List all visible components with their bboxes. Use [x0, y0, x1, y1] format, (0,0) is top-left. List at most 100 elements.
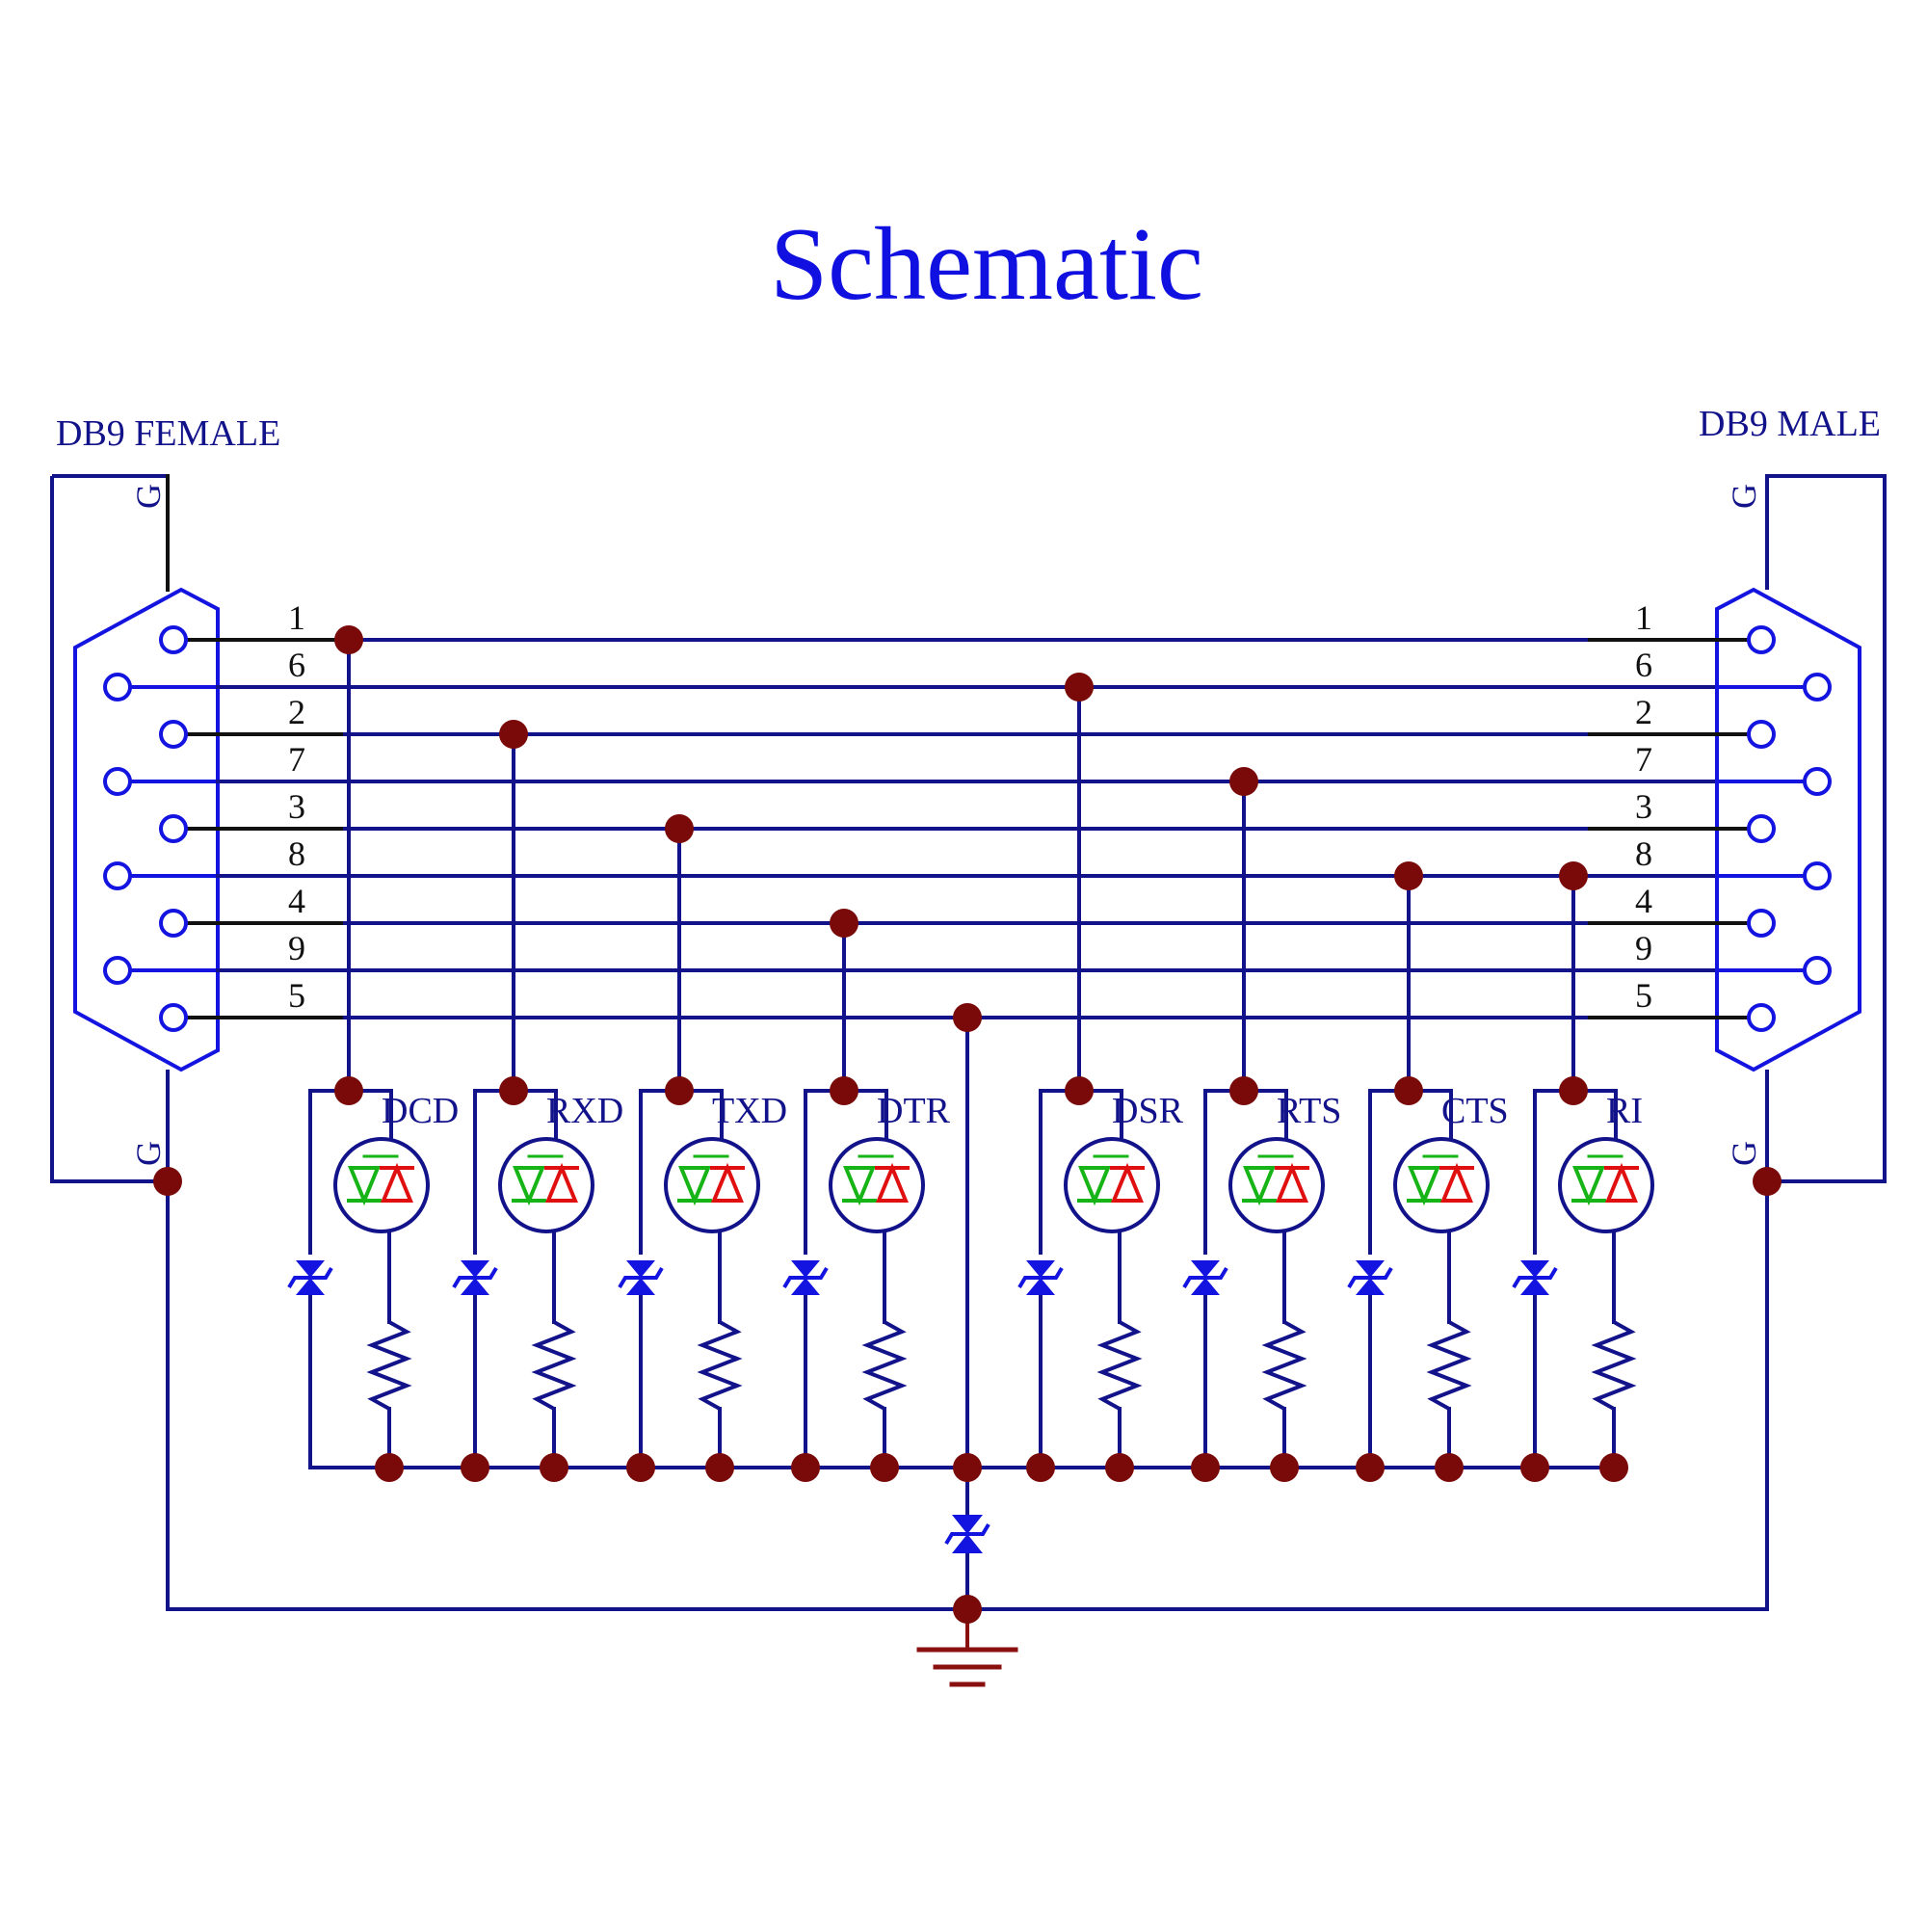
junction-top-DCD [334, 1076, 363, 1105]
left-pin-1 [159, 625, 188, 654]
tvs-bar-TXD [618, 1266, 664, 1289]
components-layer [103, 625, 1832, 1687]
led-green-TXD [678, 1166, 711, 1206]
right-pin-2 [1747, 720, 1776, 749]
junction-bus-RTS [1229, 767, 1258, 796]
left-pin-6 [103, 673, 132, 701]
led-red-TXD [711, 1162, 744, 1203]
junction-res-TXD [705, 1453, 734, 1482]
junction-top-RXD [499, 1076, 528, 1105]
junction-res-CTS [1435, 1453, 1464, 1482]
right-pin-5 [1747, 1003, 1776, 1032]
right-ground-label-bottom: G [1725, 1141, 1763, 1166]
right-pin-6 [1803, 673, 1832, 701]
left-pin-number-3: 3 [288, 787, 305, 826]
left-pin-9 [103, 956, 132, 985]
right-connector-label: DB9 MALE [1699, 404, 1881, 444]
tvs-bar-RI [1512, 1266, 1558, 1289]
led-green-RXD [513, 1166, 545, 1206]
left-pin-7 [103, 767, 132, 796]
led-red-RI [1605, 1162, 1638, 1203]
junction-top-RI [1559, 1076, 1588, 1105]
right-pin-4 [1747, 909, 1776, 938]
junction-res-DCD [375, 1453, 404, 1482]
junction-res-RI [1599, 1453, 1628, 1482]
right-pin-number-4: 4 [1635, 882, 1652, 920]
led-bicolor-RXD [498, 1137, 594, 1233]
junction-res-RXD [540, 1453, 568, 1482]
right-pin-number-1: 1 [1635, 598, 1652, 637]
left-pin-number-8: 8 [288, 834, 305, 873]
left-pin-number-2: 2 [288, 693, 305, 731]
signal-label-DSR: DSR [1112, 1091, 1184, 1131]
junction-tvs-TXD [626, 1453, 655, 1482]
junction-tvs-RTS [1191, 1453, 1220, 1482]
junction-res-DTR [870, 1453, 899, 1482]
led-bicolor-DTR [829, 1137, 925, 1233]
tvs-bar-RXD [452, 1266, 498, 1289]
signal-label-TXD: TXD [712, 1091, 787, 1131]
led-bicolor-RTS [1228, 1137, 1325, 1233]
signal-label-CTS: CTS [1441, 1091, 1509, 1131]
left-pin-number-7: 7 [288, 740, 305, 779]
led-green-CTS [1408, 1166, 1440, 1206]
signal-label-RXD: RXD [546, 1091, 623, 1131]
junction-bus-RXD [499, 720, 528, 749]
left-pin-number-6: 6 [288, 646, 305, 684]
right-pin-number-3: 3 [1635, 787, 1652, 826]
led-bicolor-DCD [333, 1137, 430, 1233]
right-pin-8 [1803, 861, 1832, 890]
led-green-RI [1572, 1166, 1605, 1206]
led-bicolor-CTS [1393, 1137, 1490, 1233]
junction-top-DSR [1065, 1076, 1094, 1105]
led-green-DTR [843, 1166, 876, 1206]
right-pin-3 [1747, 814, 1776, 843]
left-ground-label-bottom: G [129, 1141, 168, 1166]
resistor-RI [1591, 1320, 1637, 1411]
junction-tvs-DTR [791, 1453, 820, 1482]
signal-label-DTR: DTR [877, 1091, 951, 1131]
junctions-layer [153, 625, 1782, 1624]
junction-left-shield [153, 1167, 182, 1196]
junction-res-DSR [1105, 1453, 1134, 1482]
led-red-RXD [545, 1162, 578, 1203]
resistor-DTR [861, 1320, 908, 1411]
left-ground-label-top: G [129, 484, 168, 509]
left-pin-2 [159, 720, 188, 749]
led-red-RTS [1276, 1162, 1308, 1203]
tvs-bar-DTR [782, 1266, 829, 1289]
left-pin-number-9: 9 [288, 929, 305, 967]
signal-label-RI: RI [1606, 1091, 1643, 1131]
resistor-DSR [1096, 1320, 1143, 1411]
right-pin-1 [1747, 625, 1776, 654]
right-pin-number-8: 8 [1635, 834, 1652, 873]
led-green-RTS [1243, 1166, 1276, 1206]
page-title: Schematic [770, 207, 1203, 322]
resistor-TXD [697, 1320, 743, 1411]
junction-common-bus [953, 1453, 982, 1482]
junction-bus-DSR [1065, 673, 1094, 701]
junction-common-5 [953, 1003, 982, 1032]
junction-tvs-DSR [1026, 1453, 1055, 1482]
left-pin-number-4: 4 [288, 882, 305, 920]
left-connector-label: DB9 FEMALE [56, 413, 280, 454]
left-pin-number-1: 1 [288, 598, 305, 637]
junction-bus-RI [1559, 861, 1588, 890]
led-red-DSR [1111, 1162, 1144, 1203]
right-pin-number-9: 9 [1635, 929, 1652, 967]
signal-label-RTS: RTS [1277, 1091, 1341, 1131]
wiring-layer [50, 474, 1887, 1611]
junction-top-DTR [830, 1076, 858, 1105]
junction-tvs-RXD [461, 1453, 489, 1482]
led-bicolor-RI [1558, 1137, 1654, 1233]
right-db9-shell [1715, 587, 1861, 1072]
junction-res-RTS [1270, 1453, 1299, 1482]
tvs-bar-RTS [1182, 1266, 1228, 1289]
led-bicolor-DSR [1064, 1137, 1160, 1233]
led-green-DSR [1078, 1166, 1111, 1206]
resistor-RXD [531, 1320, 577, 1411]
right-pin-7 [1803, 767, 1832, 796]
signal-label-DCD: DCD [382, 1091, 459, 1131]
